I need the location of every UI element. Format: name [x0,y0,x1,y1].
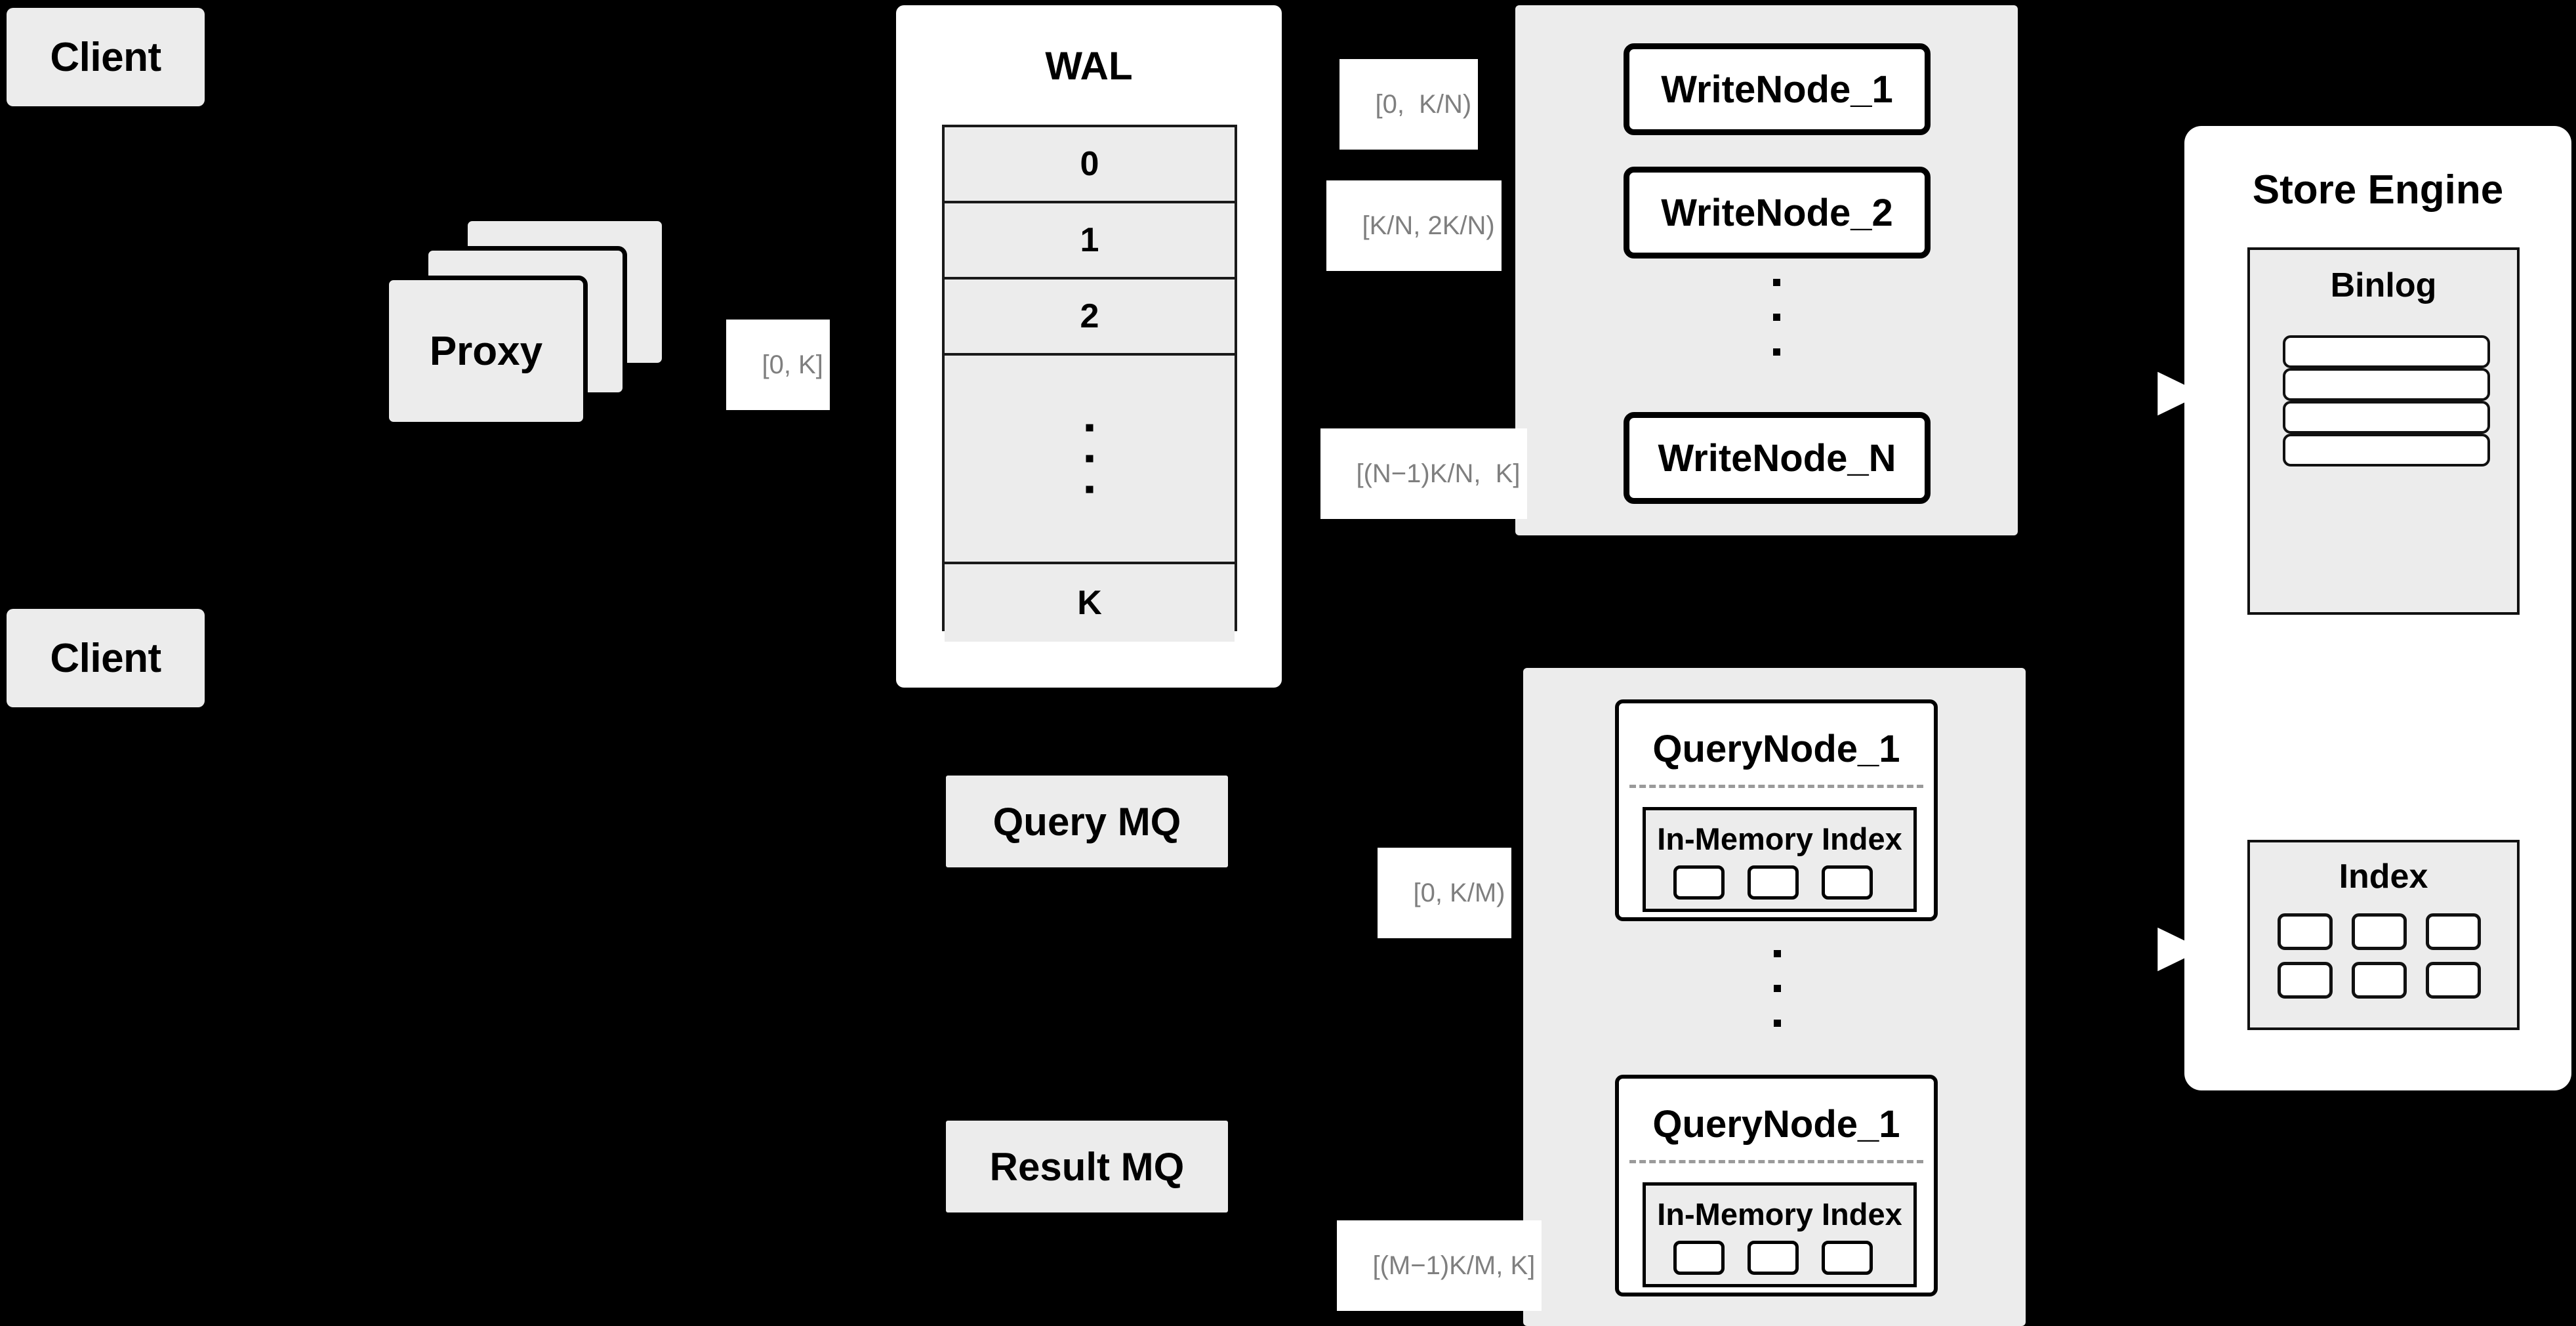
proxy-card-front[interactable]: Proxy [384,276,588,426]
wal-row-ellipsis [945,356,1235,564]
in-memory-index-1-title: In-Memory Index [1657,821,1902,856]
write-node-1-label: WriteNode_1 [1661,68,1893,111]
in-memory-index-m-cell-1[interactable] [1673,1241,1725,1275]
edge-label-text: [K/N, 2K/N) [1362,211,1495,240]
index-cell-4[interactable] [2278,962,2333,999]
wal-row-2-value: 2 [1080,297,1099,335]
proxy-label: Proxy [429,328,543,374]
binlog-title: Binlog [2330,266,2437,304]
binlog-panel: Binlog [2247,247,2520,615]
edge-label-wal-to-writenode-2: [K/N, 2K/N) [1326,180,1502,271]
result-mq-label: Result MQ [989,1144,1185,1189]
query-node-cluster: QueryNode_1 In-Memory Index QueryNode_1 … [1523,668,2026,1326]
index-cell-3[interactable] [2426,913,2481,950]
edge-label-text: [(M−1)K/M, K] [1372,1251,1536,1280]
in-memory-index-m-cell-3[interactable] [1822,1241,1873,1275]
query-node-1-title: QueryNode_1 [1652,728,1900,770]
in-memory-index-box-m: In-Memory Index [1643,1182,1917,1287]
binlog-row-2[interactable] [2283,368,2490,401]
in-memory-index-1-cell-3[interactable] [1822,865,1873,900]
write-node-cluster: WriteNode_1 WriteNode_2 WriteNode_N [1515,5,2018,535]
wal-row-0-value: 0 [1080,145,1099,183]
edge-label-wal-to-writenode-1: [0, K/N) [1339,59,1479,150]
index-cell-1[interactable] [2278,913,2333,950]
query-mq-box[interactable]: Query MQ [946,776,1228,867]
store-engine-title: Store Engine [2252,167,2504,213]
query-node-m-title: QueryNode_1 [1652,1103,1900,1146]
write-node-n-label: WriteNode_N [1658,436,1896,480]
client-box-1[interactable]: Client [7,8,205,106]
wal-title: WAL [1045,44,1133,88]
edge-label-text: [0, K/N) [1375,90,1472,119]
index-cell-6[interactable] [2426,962,2481,999]
edge-label-mq-to-querynode-1: [0, K/M) [1378,848,1512,938]
query-node-m[interactable]: QueryNode_1 In-Memory Index [1615,1075,1938,1296]
edge-label-text: [(N−1)K/N, K] [1356,459,1521,488]
binlog-row-1[interactable] [2283,335,2490,368]
query-node-m-divider [1629,1160,1923,1163]
result-mq-box[interactable]: Result MQ [946,1121,1228,1212]
edge-label-mq-to-querynode-m: [(M−1)K/M, K] [1337,1220,1542,1311]
query-cluster-ellipsis-dots [1774,950,1781,1027]
query-node-1[interactable]: QueryNode_1 In-Memory Index [1615,699,1938,921]
index-title: Index [2339,858,2428,896]
wal-panel: WAL 0 1 2 K [896,5,1282,688]
in-memory-index-1-cell-1[interactable] [1673,865,1725,900]
edge-label-proxy-to-wal: [0, K] [726,320,830,410]
write-node-2[interactable]: WriteNode_2 [1624,167,1931,259]
edge-label-text: [0, K] [762,350,823,379]
index-panel: Index [2247,840,2520,1030]
in-memory-index-m-cell-2[interactable] [1748,1241,1799,1275]
index-cell-5[interactable] [2352,962,2407,999]
write-node-2-label: WriteNode_2 [1661,191,1893,234]
binlog-row-4[interactable] [2283,434,2490,466]
write-node-n[interactable]: WriteNode_N [1624,412,1931,504]
store-engine-panel: Store Engine Binlog Index [2184,126,2571,1090]
index-cell-2[interactable] [2352,913,2407,950]
edge-label-wal-to-writenode-n: [(N−1)K/N, K] [1320,428,1527,519]
wal-row-0[interactable]: 0 [945,127,1235,203]
write-node-1[interactable]: WriteNode_1 [1624,43,1931,135]
query-node-1-divider [1629,785,1923,788]
wal-ellipsis-dots [1086,424,1094,493]
query-mq-label: Query MQ [992,799,1181,844]
in-memory-index-box-1: In-Memory Index [1643,807,1917,912]
wal-row-2[interactable]: 2 [945,280,1235,356]
client-2-label: Client [50,635,161,681]
proxy-stack[interactable]: Proxy [384,217,673,433]
in-memory-index-1-cell-2[interactable] [1748,865,1799,900]
binlog-row-3[interactable] [2283,401,2490,434]
wal-row-k[interactable]: K [945,564,1235,642]
wal-row-1[interactable]: 1 [945,203,1235,280]
client-box-2[interactable]: Client [7,609,205,707]
wal-row-k-value: K [1077,584,1102,622]
wal-row-1-value: 1 [1080,221,1099,259]
wal-table: 0 1 2 K [942,125,1237,642]
write-cluster-ellipsis-dots [1773,279,1780,356]
client-1-label: Client [50,34,161,80]
edge-label-text: [0, K/M) [1413,879,1505,907]
in-memory-index-m-title: In-Memory Index [1657,1197,1902,1232]
